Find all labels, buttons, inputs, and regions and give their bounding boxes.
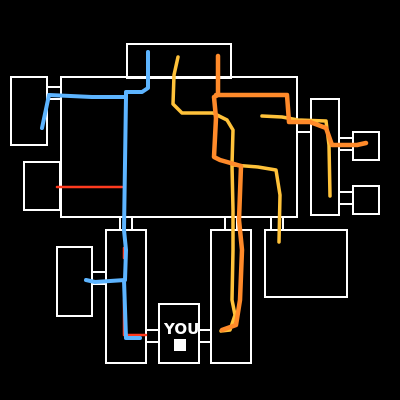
room-right-small-lower — [352, 185, 380, 215]
room-office — [158, 303, 200, 364]
connector-right-small-upper — [339, 137, 353, 151]
connector-office-left — [146, 329, 159, 343]
room-left-upper — [10, 76, 48, 146]
player-square-icon — [174, 339, 186, 351]
room-right-tall — [310, 98, 340, 216]
connector-office-right — [199, 329, 211, 343]
connector-left-hall — [119, 217, 133, 230]
player-label: YOU — [163, 320, 199, 338]
rooms — [10, 43, 380, 364]
connector-left-closet — [92, 271, 106, 285]
room-right-storage — [264, 229, 348, 298]
routes — [40, 50, 369, 340]
route-blue — [40, 50, 150, 340]
room-main-hall — [60, 76, 298, 218]
connector-right-hall — [224, 217, 238, 230]
route-orange — [211, 53, 369, 333]
room-right-hall — [210, 229, 252, 364]
room-left-middle — [23, 161, 61, 211]
connector-right-small-lower — [339, 191, 353, 205]
connector-right-storage — [270, 217, 284, 230]
route-red — [55, 185, 148, 337]
room-top-center — [126, 43, 232, 79]
player-marker: YOU — [163, 320, 199, 351]
